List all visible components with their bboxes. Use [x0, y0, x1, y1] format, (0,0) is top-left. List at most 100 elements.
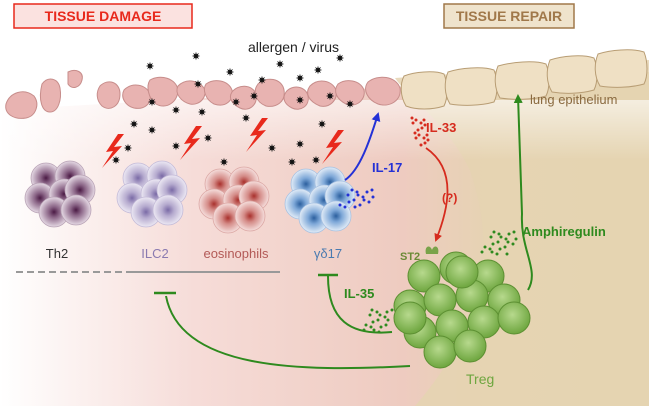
cytokine-dot [343, 205, 347, 209]
unknown-label: (?) [442, 191, 457, 205]
allergen-particle [171, 105, 181, 115]
cytokine-dot [497, 232, 501, 236]
damaged-cell [96, 81, 121, 109]
allergen-particle [295, 73, 305, 83]
cytokine-dot [419, 121, 423, 125]
cell [60, 194, 92, 226]
cytokine-dot [416, 128, 420, 132]
cytokine-dot [495, 252, 499, 256]
eosinophil-cluster [198, 166, 270, 234]
cytokine-dot [385, 310, 389, 314]
cytokine-dot [350, 188, 354, 192]
il33-dots [410, 116, 430, 147]
svg-text:TISSUE REPAIR: TISSUE REPAIR [456, 8, 562, 24]
allergen-particle [311, 155, 321, 165]
damage-bolt-icon [246, 118, 268, 152]
cytokine-dot [376, 318, 380, 322]
treg-cell [393, 301, 427, 335]
cytokine-dot [370, 308, 374, 312]
cytokine-dot [425, 133, 429, 137]
tissue-damage-header: TISSUE DAMAGE [13, 3, 193, 29]
cytokine-dot [420, 126, 424, 130]
il35-label: IL-35 [344, 286, 374, 301]
damage-bolt-icon [322, 130, 344, 164]
allergen-particle [145, 61, 155, 71]
cytokine-dot [346, 193, 350, 197]
cytokine-dot [503, 245, 507, 249]
allergen-particle [193, 79, 203, 89]
damaged-cell [67, 69, 83, 88]
cytokine-dot [506, 240, 510, 244]
allergen-particle [197, 107, 207, 117]
damage-bolt-icon [180, 126, 202, 160]
allergen-particle [295, 139, 305, 149]
cytokine-dot [422, 136, 426, 140]
treg-inhibition [165, 295, 411, 370]
allergen-particle [225, 67, 235, 77]
cytokine-dot [411, 121, 415, 125]
cytokine-dot [422, 118, 426, 122]
allergen-particle [287, 157, 297, 167]
cytokine-dot [480, 250, 484, 254]
il17-label: IL-17 [372, 160, 402, 175]
cytokine-dot [375, 310, 379, 314]
damaged-cell [283, 86, 309, 110]
cytokine-dot [367, 200, 371, 204]
allergen-particle [191, 51, 201, 61]
allergen-particle [335, 53, 345, 63]
cytokine-dot [504, 237, 508, 241]
st2-label: ST2 [400, 251, 420, 263]
damaged-cell [5, 91, 38, 119]
cytokine-dot [423, 141, 427, 145]
allergen-particle [147, 125, 157, 135]
th2-label: Th2 [46, 246, 68, 261]
treg-cell [453, 329, 487, 363]
il17-dots [338, 188, 375, 209]
epithelial-cell [444, 67, 498, 106]
allergen-particle [267, 143, 277, 153]
cytokine-dot [488, 247, 492, 251]
cytokine-dot [489, 235, 493, 239]
treg-cell [407, 259, 441, 293]
amphiregulin-label: Amphiregulin [522, 224, 606, 239]
allergen-particle [171, 141, 181, 151]
cytokine-dot [338, 203, 342, 207]
allergen-particle [275, 59, 285, 69]
cytokine-dot [511, 242, 515, 246]
cytokine-dot [368, 313, 372, 317]
allergen-particle [345, 99, 355, 109]
treg-cell [497, 301, 531, 335]
cell [234, 200, 266, 232]
allergen-virus-label: allergen / virus [248, 39, 339, 55]
cytokine-dot [413, 131, 417, 135]
cytokine-dot [383, 315, 387, 319]
cytokine-dot [505, 252, 509, 256]
cytokine-dot [483, 245, 487, 249]
allergen-particle [295, 95, 305, 105]
damaged-cell [122, 84, 151, 109]
tissue-repair-header: TISSUE REPAIR [443, 3, 575, 29]
allergen-particle [317, 119, 327, 129]
cytokine-dot [364, 323, 368, 327]
cytokine-dot [361, 195, 365, 199]
cytokine-dot [386, 318, 390, 322]
epithelial-cell [494, 61, 550, 100]
cytokine-dot [507, 232, 511, 236]
allergen-particle [123, 143, 133, 153]
cell [152, 194, 184, 226]
lung-epithelium-label: lung epithelium [530, 92, 617, 107]
cytokine-dot [417, 133, 421, 137]
il35-inhibition [327, 275, 393, 334]
damage-bolts [102, 118, 344, 168]
cytokine-dot [423, 123, 427, 127]
damage-bolt-icon [102, 134, 124, 168]
damaged-cell [365, 76, 401, 106]
epithelial-cell [594, 49, 648, 88]
cytokine-dot [419, 143, 423, 147]
cytokine-dot [491, 242, 495, 246]
allergen-particle [203, 133, 213, 143]
ilc2-label: ILC2 [141, 246, 168, 261]
damaged-cell [39, 78, 61, 113]
cytokine-dot [379, 325, 383, 329]
cytokine-dot [365, 190, 369, 194]
